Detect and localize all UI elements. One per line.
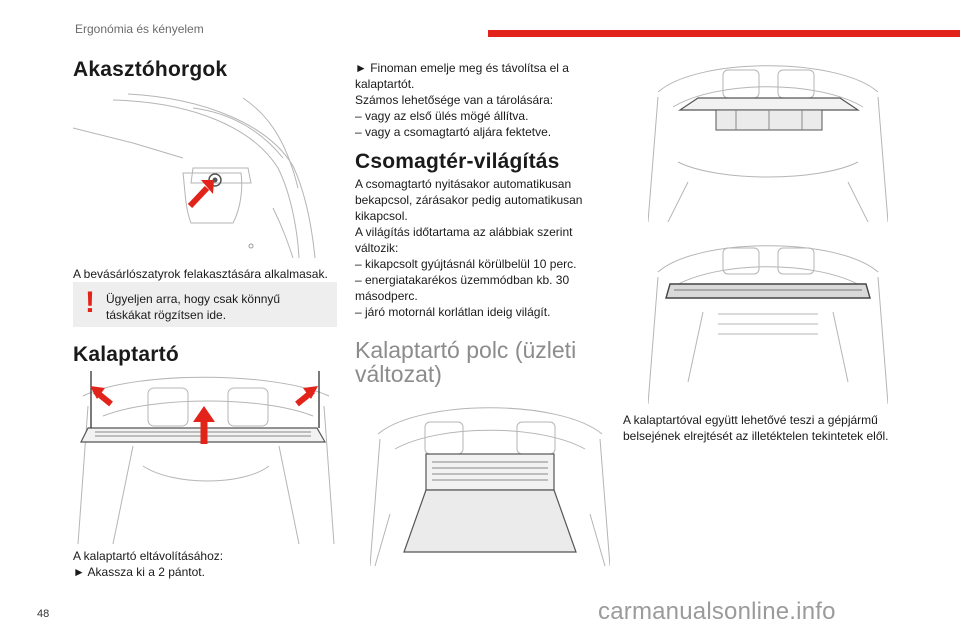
section-title-lighting: Csomagtér-világítás	[355, 150, 560, 173]
section-title-shelf: Kalaptartó	[73, 343, 179, 366]
shelf-removal-text: A kalaptartó eltávolításához: ► Akassza …	[73, 548, 343, 580]
running-header: Ergonómia és kényelem	[75, 22, 204, 36]
page-number: 48	[37, 608, 50, 620]
header-accent-bar	[488, 30, 960, 37]
removal-step-2: ► Finoman emelje meg és távolítsa el a k…	[355, 61, 569, 91]
warning-box: ! Ügyeljen arra, hogy csak könnyű táskák…	[73, 282, 337, 327]
removal-step-1: ► Akassza ki a 2 pántot.	[73, 565, 205, 579]
section-title-commercial: Kalaptartó polc (üzleti változat)	[355, 337, 577, 387]
lighting-option-1: – kikapcsolt gyújtásnál körülbelül 10 pe…	[355, 257, 577, 271]
caption-hooks: A bevásárlószatyrok felakasztására alkal…	[73, 267, 328, 281]
hook-illustration	[73, 93, 316, 258]
parcel-shelf-removal-illustration	[77, 371, 335, 544]
warning-text: Ügyeljen arra, hogy csak könnyű táskákat…	[106, 292, 281, 322]
removal-intro: A kalaptartó eltávolításához:	[73, 549, 224, 563]
shelf-storage-seatback-illustration	[648, 65, 888, 222]
storage-intro: Számos lehetősége van a tárolására:	[355, 93, 554, 107]
lighting-paragraph-1: A csomagtartó nyitásakor automatikusan b…	[355, 177, 583, 223]
watermark: carmanualsonline.info	[598, 598, 836, 625]
caption-shelf-privacy: A kalaptartóval együtt lehetővé teszi a …	[623, 413, 889, 443]
lighting-text: A csomagtartó nyitásakor automatikusan b…	[355, 176, 595, 320]
lighting-option-2: – energiatakarékos üzemmódban kb. 30 más…	[355, 273, 570, 303]
storage-option-2: – vagy a csomagtartó aljára fektetve.	[355, 125, 552, 139]
section-title-hooks: Akasztóhorgok	[73, 58, 228, 81]
exclamation-icon: !	[85, 286, 95, 319]
lighting-option-3: – járó motornál korlátlan ideig világít.	[355, 305, 551, 319]
shelf-storage-floor-illustration	[648, 245, 888, 404]
lighting-paragraph-2: A világítás időtartama az alábbiak szeri…	[355, 225, 573, 255]
storage-option-1: – vagy az első ülés mögé állítva.	[355, 109, 529, 123]
commercial-shelf-illustration	[370, 407, 610, 566]
shelf-storage-text: ► Finoman emelje meg és távolítsa el a k…	[355, 60, 595, 140]
